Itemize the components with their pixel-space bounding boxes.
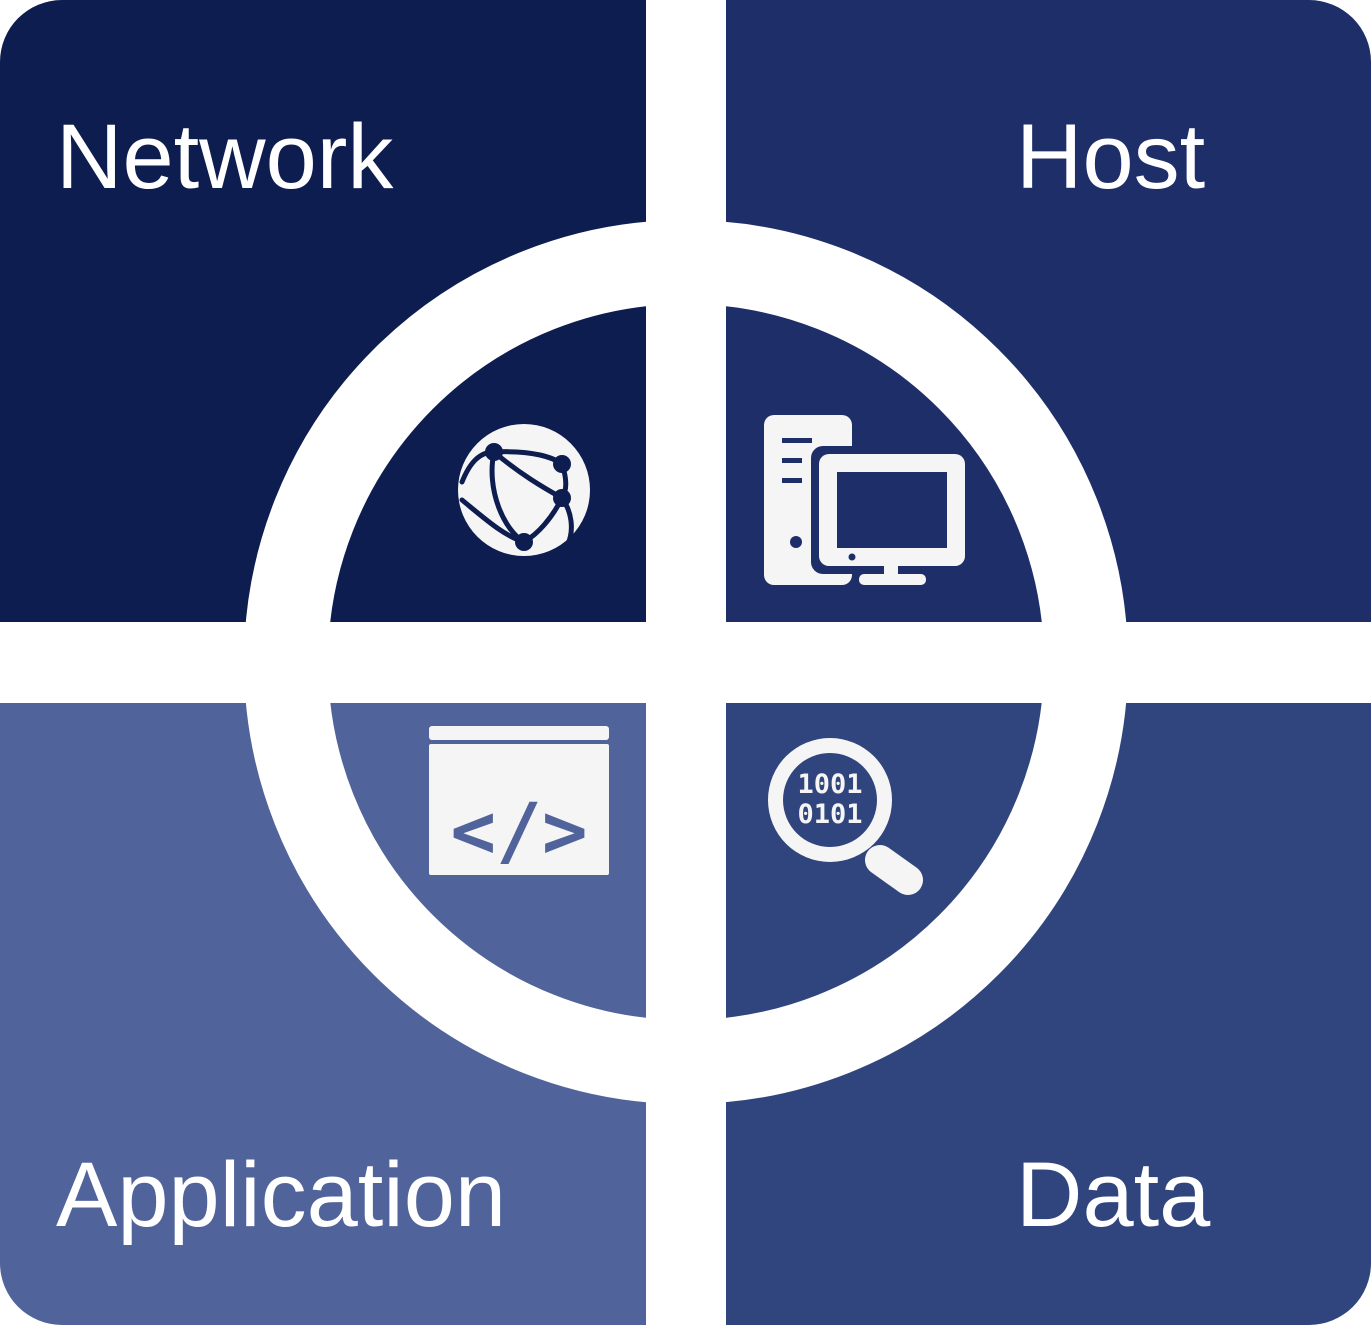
code-window-icon: </> xyxy=(429,726,609,875)
data-label: Data xyxy=(1016,1144,1211,1246)
network-quadrant xyxy=(0,0,686,662)
horizontal-divider xyxy=(0,622,1371,703)
desktop-computer-icon xyxy=(764,415,973,585)
globe-network-icon xyxy=(458,424,590,556)
network-label: Network xyxy=(56,106,394,208)
code-symbol: </> xyxy=(450,786,587,875)
binary-line-2: 0101 xyxy=(797,799,862,830)
application-label: Application xyxy=(56,1144,506,1246)
binary-search-icon: 1001 0101 xyxy=(768,738,923,895)
host-label: Host xyxy=(1016,106,1205,208)
binary-line-1: 1001 xyxy=(797,769,862,800)
